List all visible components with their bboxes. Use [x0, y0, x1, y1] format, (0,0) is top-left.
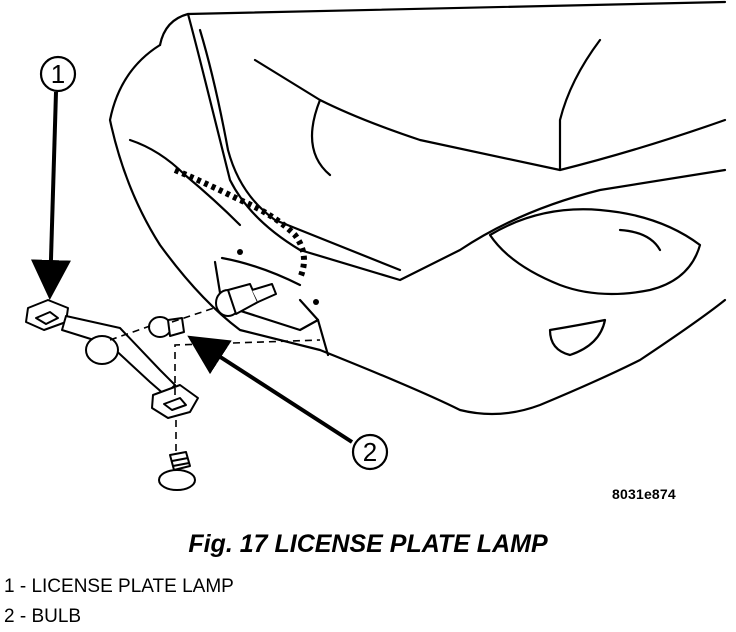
callout-2-number: 2	[363, 437, 377, 467]
license-plate-lamp-illustration: 1 2	[25, 0, 727, 491]
lamp-socket	[215, 283, 277, 317]
screw-holes	[237, 249, 319, 305]
legend-item: 1 - LICENSE PLATE LAMP	[4, 576, 234, 597]
assembly-lines	[109, 307, 321, 452]
legend-item: 2 - BULB	[4, 606, 82, 627]
bulb	[148, 316, 185, 338]
figure-id: 8031e874	[612, 486, 676, 502]
callout-1-number: 1	[51, 59, 65, 89]
vehicle-rear-body	[108, 0, 727, 416]
license-plate-lamp-housing	[25, 299, 199, 419]
callout-1-arrow	[30, 91, 71, 300]
callout-1: 1	[30, 55, 77, 300]
attachment-screw	[158, 451, 196, 491]
weatherstrip-seal	[173, 167, 307, 280]
callout-2-arrow	[187, 335, 354, 444]
figure-caption: Fig. 17 LICENSE PLATE LAMP	[188, 530, 548, 558]
callout-2: 2	[187, 335, 389, 471]
legend: 1 - LICENSE PLATE LAMP 2 - BULB	[4, 572, 234, 632]
